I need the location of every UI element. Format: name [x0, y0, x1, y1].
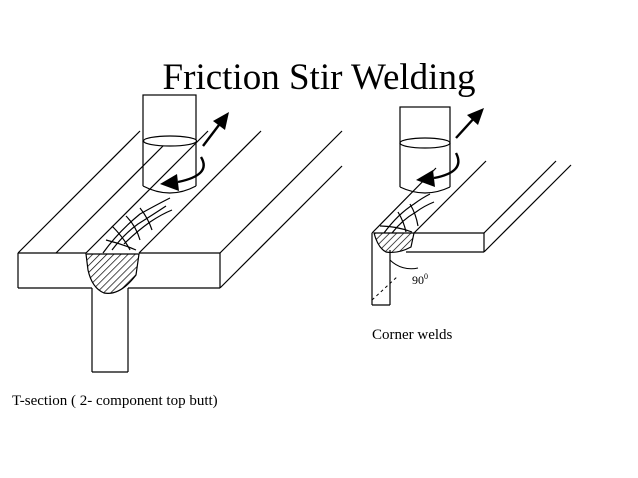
t-section-label: T-section ( 2- component top butt) — [12, 393, 218, 409]
t-section-diagram — [17, 94, 343, 373]
angle-value: 90 — [412, 273, 424, 287]
angle-superscript: 0 — [424, 272, 428, 281]
page-title: Friction Stir Welding — [162, 57, 476, 98]
corner-weld-diagram — [371, 106, 572, 306]
angle-label: 900 — [412, 272, 428, 288]
corner-welds-label: Corner welds — [372, 327, 453, 343]
